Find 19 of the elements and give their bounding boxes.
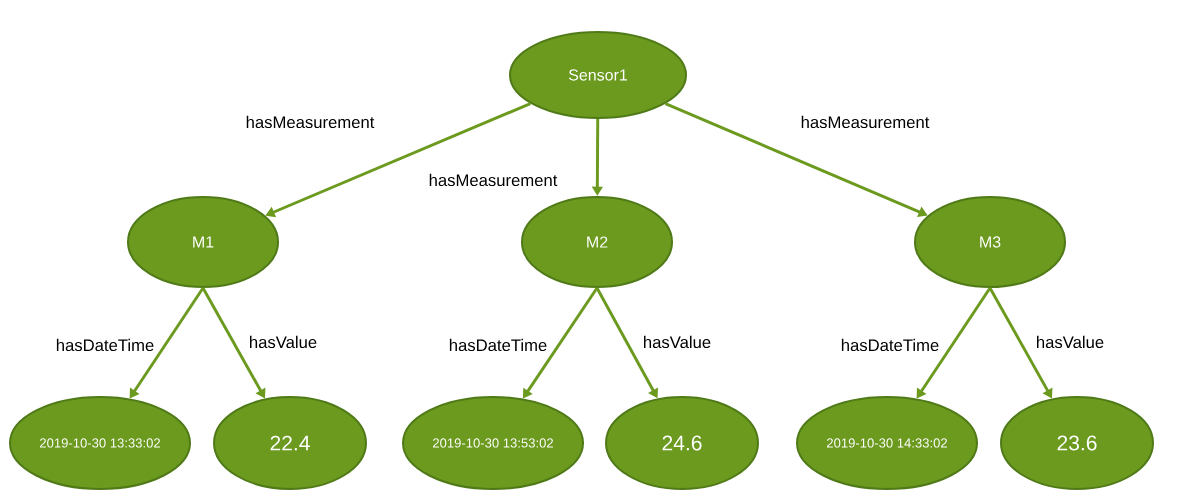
- ellipse-node: 22.4: [213, 396, 367, 490]
- ellipse-node: M3: [914, 196, 1066, 288]
- edge-label: hasDateTime: [56, 338, 154, 352]
- ellipse-node: 24.6: [605, 396, 759, 490]
- edge-label: hasValue: [250, 335, 317, 349]
- ellipse-node: 2019-10-30 13:53:02: [402, 396, 584, 490]
- edge-label: hasMeasurement: [246, 115, 375, 129]
- edge-label: hasMeasurement: [429, 173, 558, 187]
- edge-label: hasMeasurement: [801, 115, 930, 129]
- ellipse-node: 2019-10-30 14:33:02: [796, 396, 978, 490]
- ellipse-node: 2019-10-30 13:33:02: [9, 396, 191, 490]
- ellipse-node: M1: [127, 196, 279, 288]
- ellipse-node: Sensor1: [509, 31, 687, 119]
- ellipse-node: 23.6: [1000, 396, 1154, 490]
- ellipse-node: M2: [521, 196, 673, 288]
- edge-label: hasValue: [1037, 335, 1104, 349]
- edge-label: hasValue: [644, 335, 711, 349]
- edge-label: hasDateTime: [449, 338, 547, 352]
- edge-label: hasDateTime: [841, 338, 939, 352]
